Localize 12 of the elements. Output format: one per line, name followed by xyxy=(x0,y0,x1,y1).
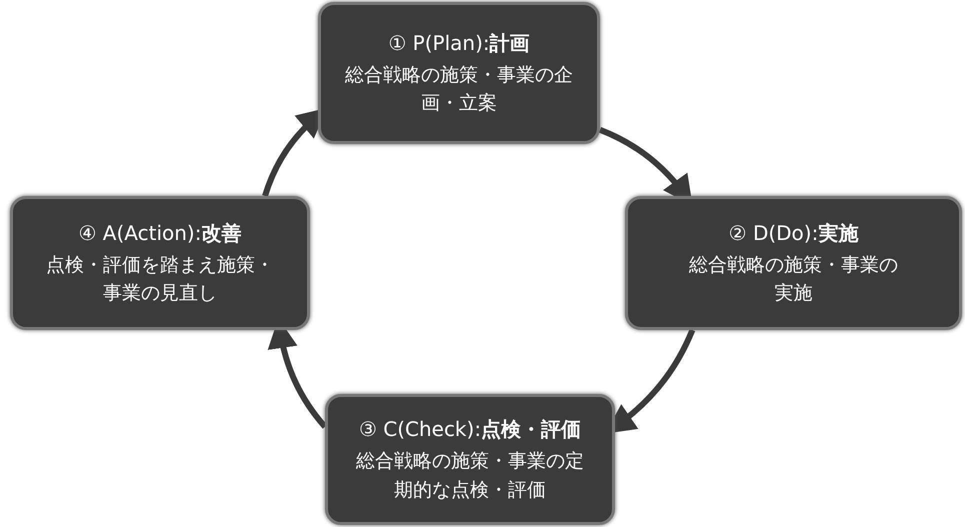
step-heading: ① P(Plan):計画 xyxy=(388,30,530,56)
step-description: 総合戦略の施策・事業の実施 xyxy=(688,252,899,306)
step-box xyxy=(625,196,962,330)
step-box xyxy=(10,196,310,330)
step-description: 点検・評価を踏まえ施策・事業の見直し xyxy=(45,252,275,306)
step-description: 総合戦略の施策・事業の企画・立案 xyxy=(344,62,574,116)
step-heading: ③ C(Check):点検・評価 xyxy=(358,416,582,443)
step-heading: ④ A(Action):改善 xyxy=(78,220,242,246)
step-box xyxy=(318,2,600,144)
step-heading: ② D(Do):実施 xyxy=(728,220,858,246)
step-box xyxy=(325,394,615,525)
step-description: 総合戦略の施策・事業の定期的な点検・評価 xyxy=(355,449,585,502)
